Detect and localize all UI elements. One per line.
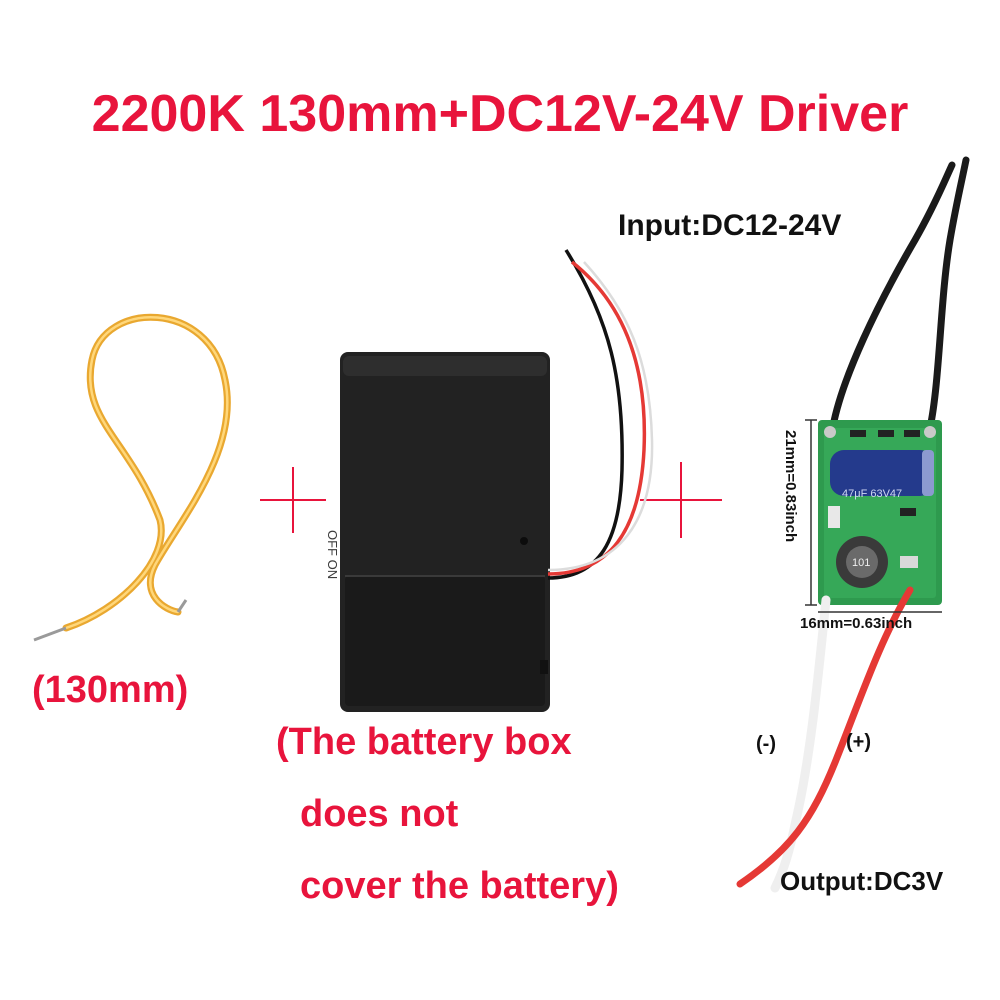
output-minus-label: (-) (756, 733, 776, 755)
input-wire-left (828, 161, 956, 436)
filament-lead-right (176, 599, 188, 613)
output-plus-label: (+) (846, 731, 871, 753)
driver-height-label: 21mm=0.83inch (782, 430, 799, 543)
battery-note-line-2: does not (300, 793, 459, 835)
battery-note-line-1: (The battery box (276, 721, 572, 763)
battery-box-white-wire (547, 261, 654, 572)
plus-sign-1 (260, 467, 326, 533)
input-wire-right (926, 156, 970, 432)
switch-dot (520, 537, 528, 545)
battery-note-line-3: cover the battery) (300, 865, 619, 907)
battery-box-image (340, 249, 654, 712)
capacitor-marking: 47μF 63V47 (842, 488, 902, 500)
plus-sign-2 (640, 462, 722, 538)
output-wire-white (770, 595, 831, 893)
driver-width-label: 16mm=0.63inch (800, 615, 913, 632)
driver-input-label: Input:DC12-24V (618, 209, 842, 242)
led-filament-image (33, 313, 231, 642)
output-wire-red (736, 586, 914, 888)
driver-output-label: Output:DC3V (780, 866, 944, 896)
led-driver-image: 47μF 63V47 101 (736, 156, 970, 893)
page-title: 2200K 130mm+DC12V-24V Driver (91, 85, 909, 143)
filament-lead-left (33, 626, 67, 642)
filament-glow (64, 316, 229, 630)
inductor-marking: 101 (852, 557, 870, 569)
battery-box-switch-text: OFF ON (325, 530, 340, 580)
filament-length-label: (130mm) (32, 669, 189, 711)
capacitor (830, 450, 934, 496)
battery-box-black-wire (547, 249, 624, 580)
